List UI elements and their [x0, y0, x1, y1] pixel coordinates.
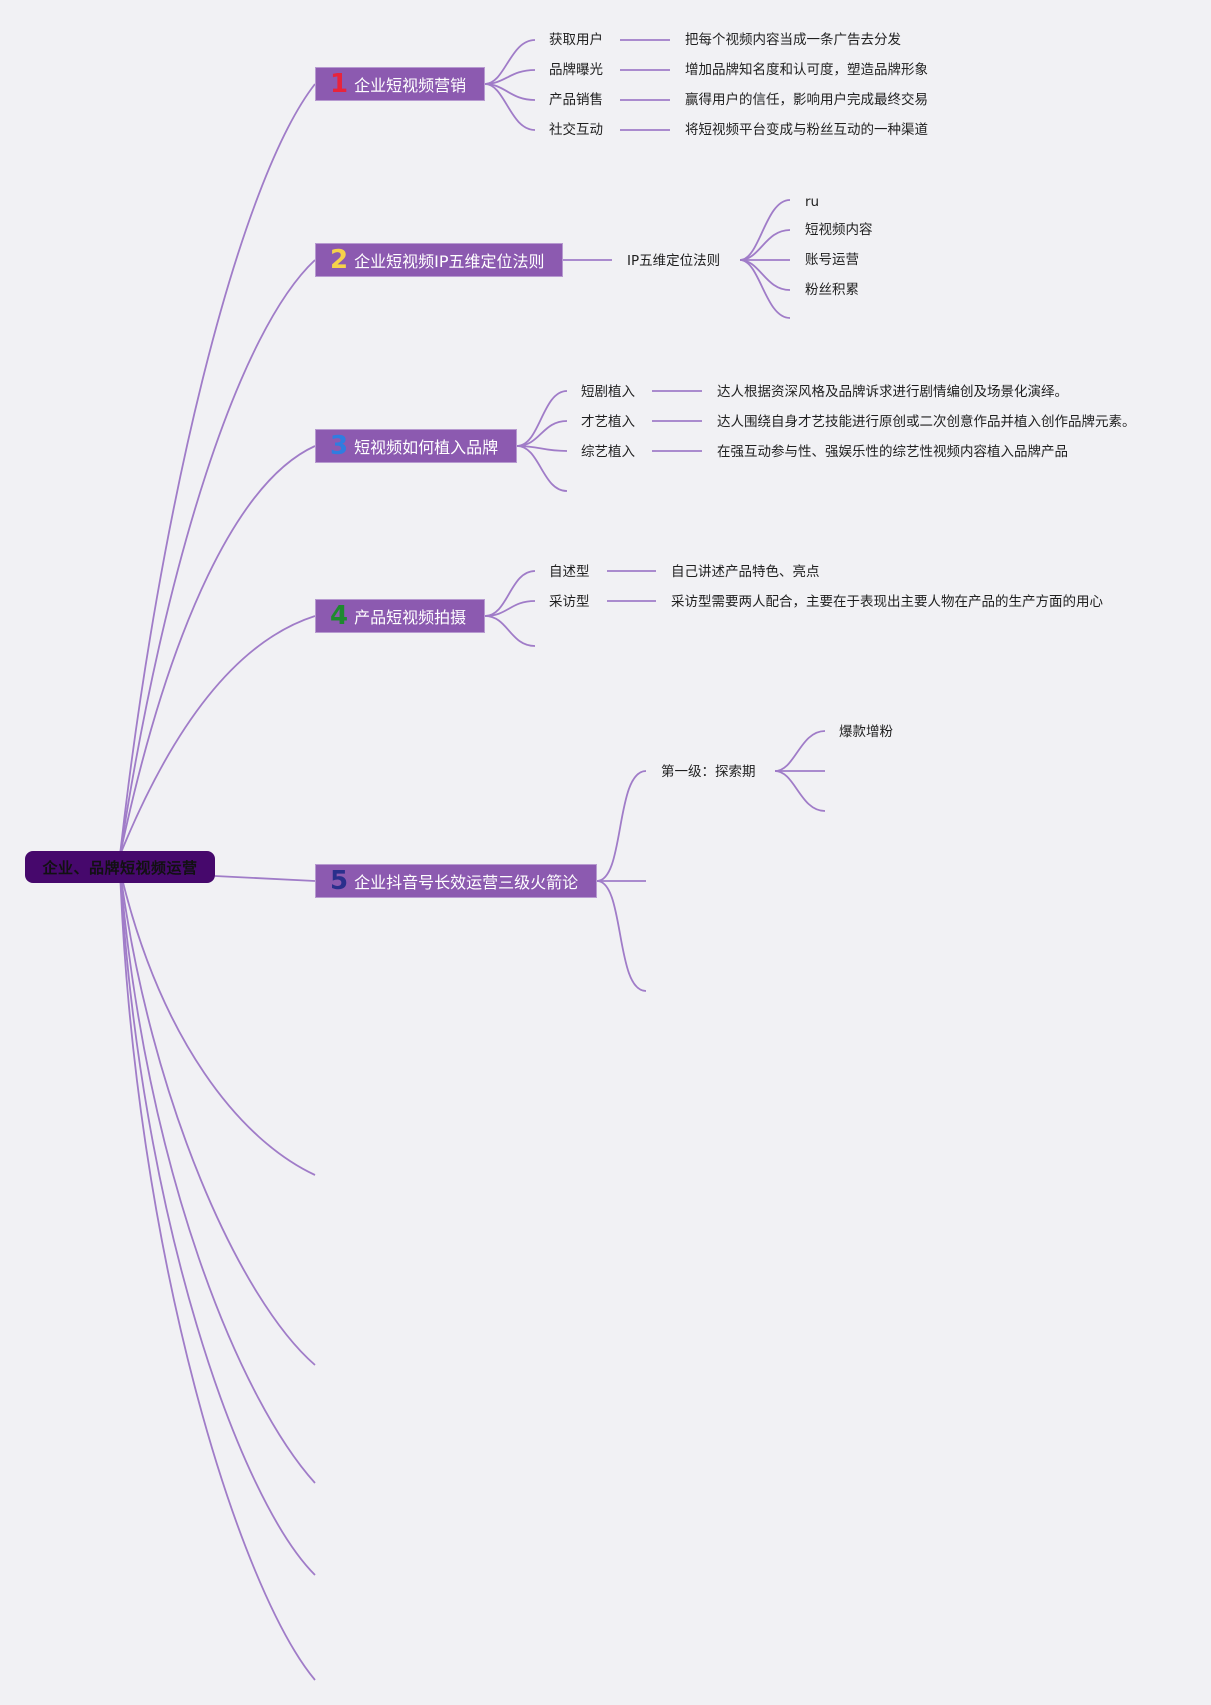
branch-number: 5 — [330, 866, 349, 896]
item-label[interactable]: 才艺植入 — [581, 414, 635, 430]
branch-number: 3 — [330, 431, 349, 461]
item-description[interactable]: 自己讲述产品特色、亮点 — [671, 564, 820, 580]
item-label[interactable]: 产品销售 — [549, 92, 603, 108]
branch-title: 企业短视频营销 — [354, 76, 467, 95]
branch-title: 短视频如何植入品牌 — [354, 438, 499, 457]
item-label[interactable]: 自述型 — [549, 564, 590, 580]
item-label[interactable]: 短剧植入 — [581, 384, 635, 400]
item-description[interactable]: 达人围绕自身才艺技能进行原创或二次创意作品并植入创作品牌元素。 — [717, 414, 1136, 430]
leaf-label[interactable]: 短视频内容 — [805, 222, 873, 238]
leaf-label[interactable]: 账号运营 — [805, 252, 859, 268]
branch-node-4[interactable]: 4 产品短视频拍摄 — [315, 599, 485, 633]
leaf-label[interactable]: 爆款增粉 — [839, 724, 893, 740]
item-label[interactable]: 获取用户 — [549, 32, 603, 48]
item-label[interactable]: 综艺植入 — [581, 444, 635, 460]
sub-node[interactable]: 第一级：探索期 — [661, 764, 756, 780]
branch-node-1[interactable]: 1 企业短视频营销 — [315, 67, 485, 101]
branch-title: 企业短视频IP五维定位法则 — [354, 252, 545, 271]
leaf-label[interactable]: 粉丝积累 — [805, 282, 859, 298]
item-label[interactable]: 采访型 — [549, 594, 590, 610]
item-label[interactable]: 品牌曝光 — [549, 62, 603, 78]
branch-number: 4 — [330, 601, 349, 631]
branch-node-5[interactable]: 5 企业抖音号长效运营三级火箭论 — [315, 864, 597, 898]
branch-node-3[interactable]: 3 短视频如何植入品牌 — [315, 429, 517, 463]
item-description[interactable]: 将短视频平台变成与粉丝互动的一种渠道 — [685, 122, 928, 138]
item-description[interactable]: 增加品牌知名度和认可度，塑造品牌形象 — [685, 62, 928, 78]
branch-node-2[interactable]: 2 企业短视频IP五维定位法则 — [315, 243, 563, 277]
item-label[interactable]: 社交互动 — [549, 122, 603, 138]
item-description[interactable]: 采访型需要两人配合，主要在于表现出主要人物在产品的生产方面的用心 — [671, 594, 1103, 610]
branch-number: 2 — [330, 245, 349, 275]
item-description[interactable]: 在强互动参与性、强娱乐性的综艺性视频内容植入品牌产品 — [717, 444, 1068, 460]
root-label: 企业、品牌短视频运营 — [42, 858, 198, 877]
branch-title: 企业抖音号长效运营三级火箭论 — [354, 873, 579, 892]
root-node[interactable]: 企业、品牌短视频运营 — [25, 851, 215, 883]
connector-lines — [119, 39, 826, 1681]
item-description[interactable]: 达人根据资深风格及品牌诉求进行剧情编创及场景化演绎。 — [717, 384, 1068, 400]
item-description[interactable]: 赢得用户的信任，影响用户完成最终交易 — [685, 92, 928, 108]
sub-node[interactable]: IP五维定位法则 — [627, 253, 721, 269]
branch-number: 1 — [330, 69, 349, 99]
item-description[interactable]: 把每个视频内容当成一条广告去分发 — [685, 32, 901, 48]
leaf-label[interactable]: ru — [805, 194, 820, 210]
branch-title: 产品短视频拍摄 — [354, 608, 467, 627]
